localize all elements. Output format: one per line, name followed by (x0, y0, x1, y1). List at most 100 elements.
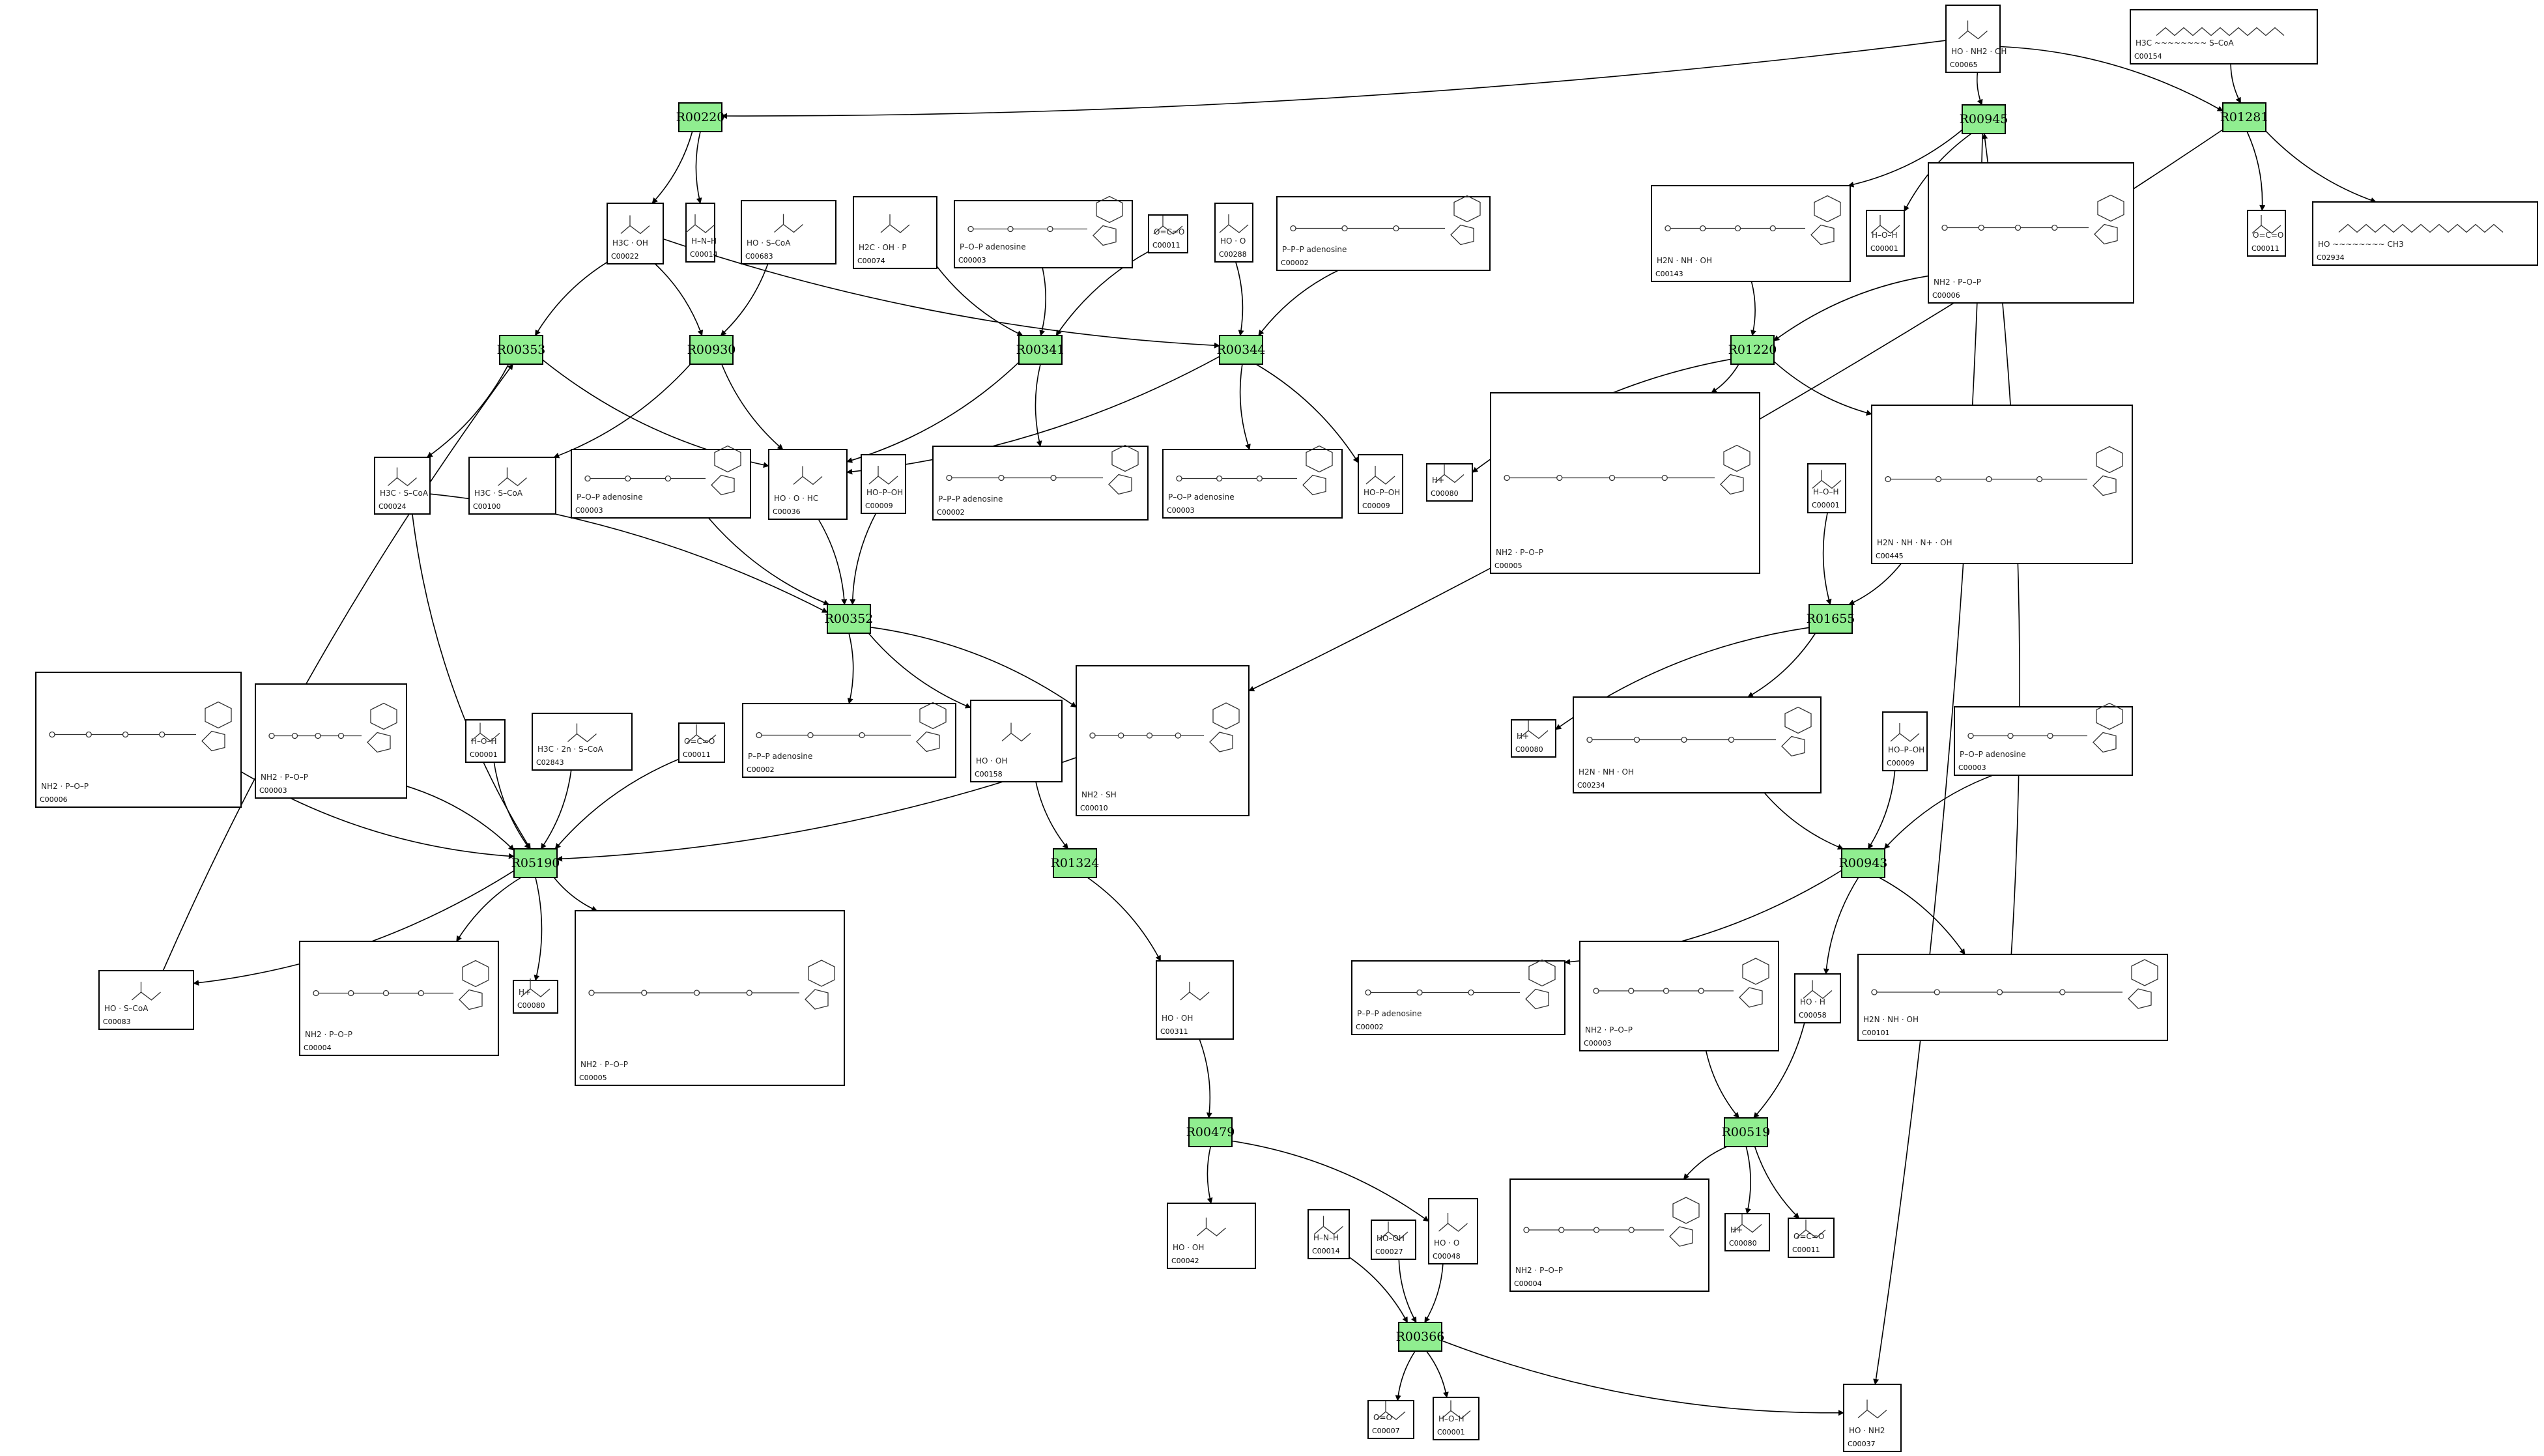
compound-box[interactable] (255, 683, 407, 799)
compound-box[interactable] (575, 910, 845, 1086)
compound-box[interactable] (571, 449, 751, 519)
reaction-r00220[interactable]: R00220 (676, 102, 725, 132)
reaction-box[interactable] (1808, 604, 1853, 634)
compound-box[interactable] (1148, 214, 1188, 253)
compound-box[interactable] (1871, 405, 2133, 564)
reaction-r00519[interactable]: R00519 (1722, 1117, 1771, 1147)
compound-box[interactable] (1214, 203, 1253, 263)
reaction-box[interactable] (1188, 1117, 1233, 1147)
compound-box[interactable] (299, 941, 499, 1056)
compound-box[interactable] (2130, 9, 2318, 64)
compound-box[interactable] (1156, 960, 1234, 1040)
compound-box[interactable] (1351, 960, 1565, 1035)
compound-box[interactable] (1276, 196, 1491, 271)
reaction-r00943[interactable]: R00943 (1839, 848, 1888, 878)
compound-box[interactable] (1076, 665, 1250, 816)
reaction-box[interactable] (1841, 848, 1885, 878)
compound-box[interactable] (741, 200, 836, 264)
compound-box[interactable] (468, 457, 556, 515)
reaction-r01220[interactable]: R01220 (1728, 335, 1777, 365)
compound-box[interactable] (1857, 954, 2168, 1041)
compound-box[interactable] (1788, 1218, 1835, 1258)
compound-box[interactable] (1358, 454, 1403, 514)
compound-box[interactable] (607, 203, 664, 264)
reaction-r01324[interactable]: R01324 (1051, 848, 1100, 878)
compound-c00080[interactable]: H+C00080 (1724, 1213, 1770, 1251)
compound-box[interactable] (1794, 973, 1841, 1023)
compound-box[interactable] (768, 449, 848, 520)
compound-box[interactable] (970, 700, 1063, 782)
reaction-box[interactable] (499, 335, 543, 365)
compound-box[interactable] (853, 196, 937, 269)
reaction-r01281[interactable]: R01281 (2220, 102, 2269, 132)
compound-box[interactable] (932, 446, 1149, 521)
compound-box[interactable] (1511, 719, 1556, 758)
reaction-box[interactable] (2222, 102, 2266, 132)
reaction-r00930[interactable]: R00930 (687, 335, 736, 365)
compound-box[interactable] (2247, 210, 2286, 257)
compound-box[interactable] (1882, 711, 1928, 771)
reaction-box[interactable] (1398, 1322, 1442, 1352)
reaction-box[interactable] (1724, 1117, 1768, 1147)
reaction-r00344[interactable]: R00344 (1217, 335, 1266, 365)
compound-box[interactable] (374, 457, 431, 515)
reaction-r00341[interactable]: R00341 (1016, 335, 1065, 365)
compound-box[interactable] (1162, 449, 1343, 519)
reaction-box[interactable] (827, 604, 871, 634)
compound-box[interactable] (1367, 1400, 1414, 1439)
compound-box[interactable] (1308, 1209, 1350, 1259)
compound-box[interactable] (1426, 463, 1473, 502)
compound-box[interactable] (1866, 210, 1905, 257)
compound-box[interactable] (1724, 1213, 1770, 1251)
reaction-box[interactable] (513, 848, 558, 878)
compound-box[interactable] (1371, 1220, 1416, 1260)
compound-box[interactable] (98, 970, 194, 1030)
reaction-r00352[interactable]: R00352 (825, 604, 874, 634)
compound-box[interactable] (2312, 201, 2538, 266)
compound-box[interactable] (1579, 941, 1779, 1051)
reaction-r00479[interactable]: R00479 (1186, 1117, 1235, 1147)
reaction-r01655[interactable]: R01655 (1807, 604, 1855, 634)
compound-box[interactable] (742, 703, 956, 778)
compound-c00080[interactable]: H+C00080 (513, 978, 558, 1014)
compound-box[interactable] (861, 454, 906, 514)
compound-box[interactable] (678, 722, 725, 763)
reaction-r00366[interactable]: R00366 (1396, 1322, 1445, 1352)
